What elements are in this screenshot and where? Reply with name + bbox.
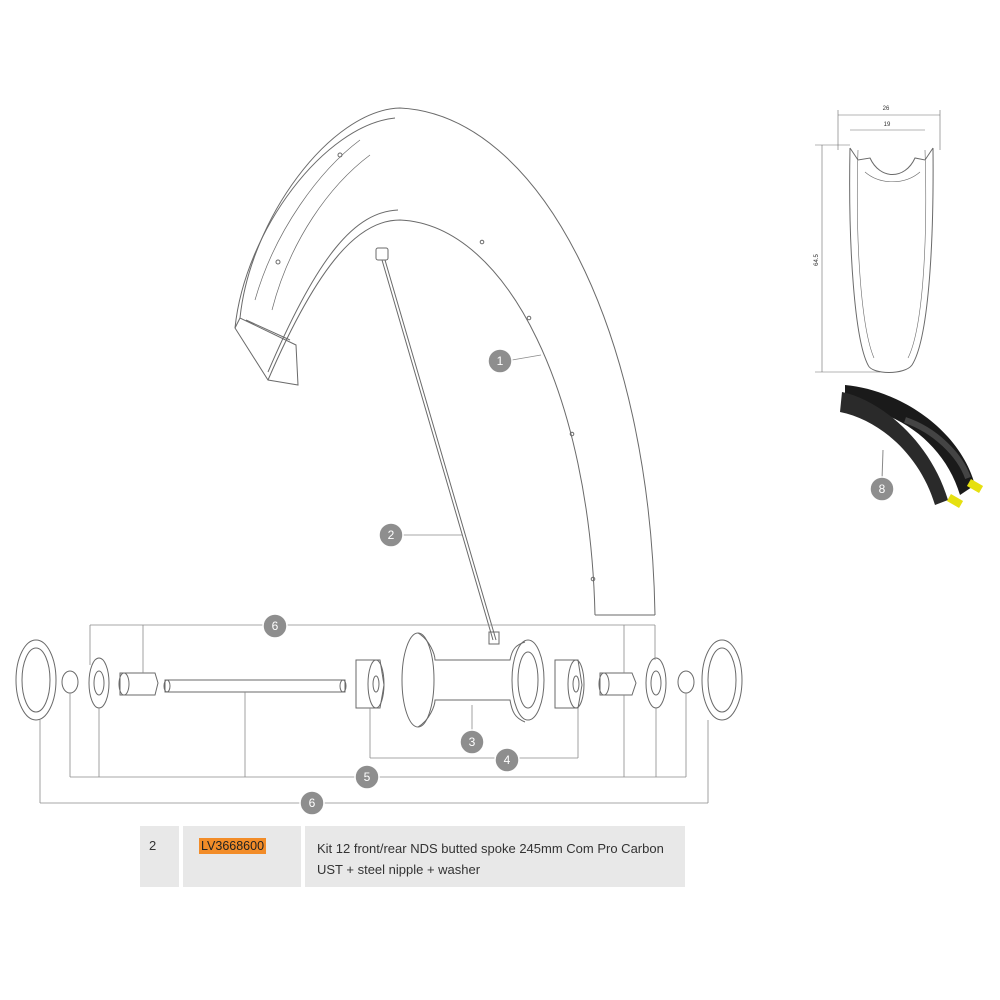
- part-description: Kit 12 front/rear NDS butted spoke 245mm…: [317, 841, 664, 877]
- tyre: [840, 385, 984, 508]
- profile-height: 64.5: [814, 254, 820, 266]
- svg-text:6: 6: [309, 796, 316, 810]
- callout-8: 8: [869, 476, 895, 502]
- profile-inner-width: 19: [884, 122, 891, 128]
- svg-text:8: 8: [879, 482, 886, 496]
- svg-text:4: 4: [504, 753, 511, 767]
- reference-cell: LV3668600: [183, 826, 301, 887]
- callout-5: 5: [354, 764, 380, 790]
- svg-text:3: 3: [469, 735, 476, 749]
- parts-table: 2 LV3668600 Kit 12 front/rear NDS butted…: [140, 826, 685, 887]
- callout-6-bottom: 6: [299, 790, 325, 816]
- quantity-cell: 2: [140, 826, 179, 887]
- svg-text:1: 1: [497, 354, 504, 368]
- rim: [234, 107, 656, 616]
- callout-6-top: 6: [262, 613, 288, 639]
- svg-text:2: 2: [388, 528, 395, 542]
- hub-assembly: [15, 632, 743, 728]
- callout-2: 2: [378, 522, 404, 548]
- callout-4: 4: [494, 747, 520, 773]
- reference-number[interactable]: LV3668600: [199, 838, 267, 854]
- quantity: 2: [149, 838, 157, 853]
- description-cell: Kit 12 front/rear NDS butted spoke 245mm…: [305, 826, 685, 887]
- svg-text:5: 5: [364, 770, 371, 784]
- callout-1: 1: [487, 348, 513, 374]
- spoke: [375, 247, 500, 645]
- rim-profile: [815, 110, 941, 373]
- svg-text:6: 6: [272, 619, 279, 633]
- callout-3: 3: [459, 729, 485, 755]
- profile-outer-width: 26: [883, 106, 890, 112]
- leader-lines: [39, 354, 709, 804]
